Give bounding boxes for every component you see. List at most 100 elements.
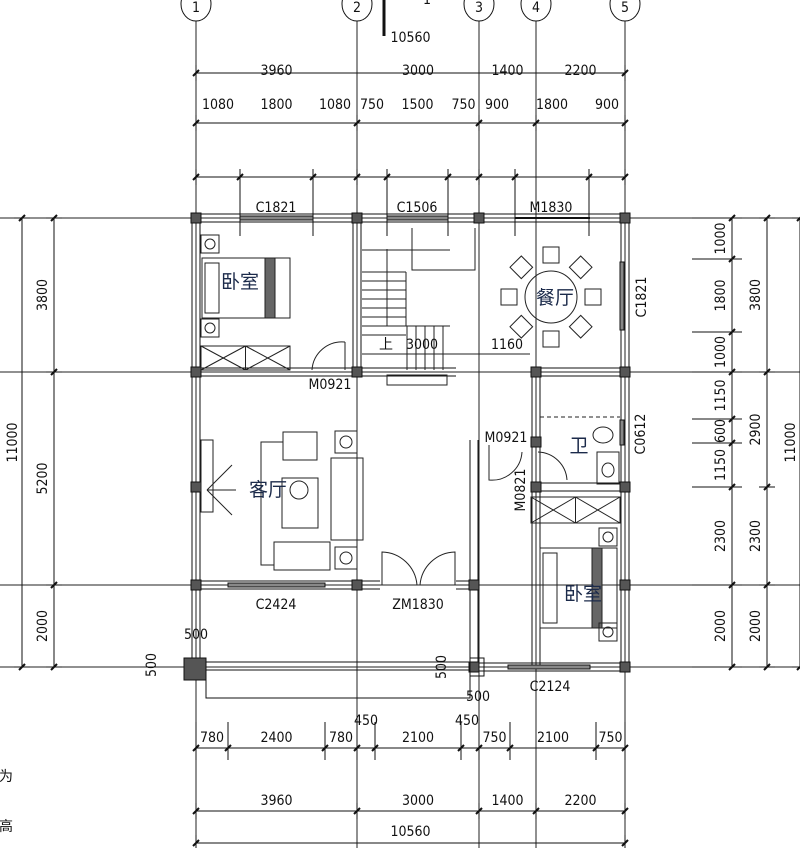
dimension-arrow	[532, 807, 540, 815]
dimension-label: 10560	[390, 824, 430, 840]
window-label: C1506	[397, 200, 438, 216]
dimension-label: 1800	[713, 279, 729, 311]
dimension-label: 2200	[564, 793, 596, 809]
dimension-label: 2100	[402, 730, 434, 746]
dimension-label: 2000	[35, 610, 51, 642]
column	[530, 366, 542, 378]
blanket-fold	[591, 547, 603, 629]
window-c1821-right	[619, 261, 625, 331]
dimension-arrow	[621, 173, 629, 181]
dining-chair	[568, 255, 593, 280]
column	[351, 212, 363, 224]
window-label: C2124	[530, 679, 571, 695]
dimension-arrow	[18, 663, 26, 671]
side-note: 高	[0, 818, 13, 835]
dimension-label: 1160	[491, 337, 523, 353]
lamp-icon	[339, 551, 353, 565]
dimension-label: 1080	[202, 97, 234, 113]
side-table	[334, 546, 358, 570]
sofa-chaise	[273, 541, 331, 571]
blanket-fold	[264, 257, 276, 319]
lamp-icon	[602, 531, 614, 543]
dimension-label: 600	[713, 419, 729, 443]
door-label: M1830	[530, 200, 573, 216]
bed	[539, 547, 618, 629]
dimension-arrow	[763, 483, 771, 491]
tv-cabinet	[200, 439, 214, 513]
dimension-label: 3960	[260, 63, 292, 79]
column	[619, 481, 631, 493]
porch-column	[469, 657, 485, 677]
dining-chair	[542, 330, 560, 348]
dimension-chains	[14, 65, 800, 848]
stair-landing	[386, 374, 448, 386]
toilet-icon	[592, 426, 614, 444]
porch-step	[205, 669, 471, 699]
dimension-arrow	[475, 173, 483, 181]
dimension-label: 1400	[491, 793, 523, 809]
dimension-arrow	[763, 214, 771, 222]
dimension-label: 3960	[260, 793, 292, 809]
dimension-label: 11000	[5, 422, 21, 462]
window-label: C1821	[634, 277, 650, 318]
dimension-label: 11000	[783, 422, 799, 462]
dimension-label: 500	[184, 627, 208, 643]
dimension-label: 10560	[390, 30, 430, 46]
lamp-icon	[204, 322, 216, 334]
wardrobe-x	[245, 345, 291, 371]
dimension-label: 2300	[713, 520, 729, 552]
dining-chair	[568, 314, 593, 339]
fragment-text: 1	[423, 0, 431, 8]
door-label: M0821	[513, 469, 529, 512]
dimension-arrow	[532, 119, 540, 127]
nightstand	[200, 234, 220, 254]
dimension-label: 1080	[319, 97, 351, 113]
nightstand	[200, 318, 220, 338]
dimension-arrow	[50, 581, 58, 589]
dimension-arrow	[192, 69, 200, 77]
dimension-label: 1150	[713, 379, 729, 411]
dimension-label: 500	[434, 655, 450, 679]
dimension-label: 1150	[713, 449, 729, 481]
door-label: M0921	[309, 377, 352, 393]
axis-bubble	[180, 0, 212, 22]
dimension-label: 750	[451, 97, 475, 113]
dimension-label: 3000	[406, 337, 438, 353]
axis-bubble	[341, 0, 373, 22]
dimension-arrow	[192, 807, 200, 815]
dimension-label: 1400	[491, 63, 523, 79]
dimension-arrow	[763, 663, 771, 671]
dimension-arrow	[621, 807, 629, 815]
dimension-label: 2300	[748, 520, 764, 552]
dimension-arrow	[763, 368, 771, 376]
dimension-label: 3000	[402, 793, 434, 809]
grid-lines	[0, 20, 800, 848]
coffee-table	[281, 477, 319, 529]
side-table	[334, 430, 358, 454]
sofa	[330, 457, 364, 541]
dimension-label: 5200	[35, 462, 51, 494]
dimension-arrow	[353, 119, 361, 127]
dimension-label: 900	[595, 97, 619, 113]
door-zm1830	[381, 551, 456, 586]
column	[190, 579, 202, 591]
dimension-arrow	[192, 119, 200, 127]
dimension-arrow	[475, 807, 483, 815]
dimension-label: 1800	[536, 97, 568, 113]
dimension-label: 500	[144, 653, 160, 677]
dimension-label: 750	[360, 97, 384, 113]
dimension-label: 500	[466, 689, 490, 705]
dimension-label: 3800	[35, 279, 51, 311]
axis-number: 4	[532, 0, 540, 16]
dimension-label: 1800	[260, 97, 292, 113]
column	[619, 212, 631, 224]
column	[468, 661, 480, 673]
window-c1506	[386, 215, 449, 221]
column	[190, 212, 202, 224]
dimension-label: 2900	[748, 413, 764, 445]
axis-bubble	[520, 0, 552, 22]
dining-table	[524, 270, 578, 324]
dimension-arrow	[763, 581, 771, 589]
